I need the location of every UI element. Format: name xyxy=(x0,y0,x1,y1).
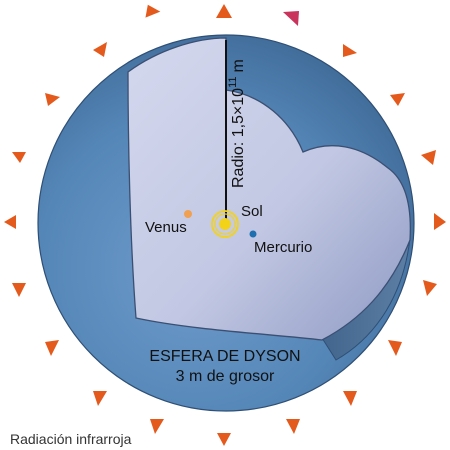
radiation-arrows xyxy=(4,4,446,446)
triangle-arrow-icon xyxy=(216,4,232,18)
triangle-arrow-icon xyxy=(390,93,405,106)
triangle-arrow-icon xyxy=(12,283,26,297)
sphere-subtitle: 3 m de grosor xyxy=(176,368,275,385)
triangle-arrow-icon xyxy=(150,419,164,434)
triangle-arrow-icon xyxy=(434,213,446,230)
sphere-interior-cutaway xyxy=(127,37,411,341)
triangle-arrow-icon xyxy=(286,419,300,434)
mercury-label: Mercurio xyxy=(254,239,312,256)
triangle-arrow-icon xyxy=(421,150,436,165)
sphere-title: ESFERA DE DYSON xyxy=(149,348,300,365)
mercury-dot-icon xyxy=(249,230,257,238)
radius-label: Radio: 1,5×1011m xyxy=(227,59,247,188)
triangle-arrow-icon xyxy=(388,340,402,356)
triangle-arrow-icon xyxy=(93,391,107,406)
sun-icon xyxy=(211,210,239,238)
triangle-arrow-icon xyxy=(45,93,60,106)
triangle-arrow-icon xyxy=(343,391,357,406)
triangle-arrow-icon xyxy=(45,340,59,356)
triangle-arrow-icon xyxy=(283,11,299,26)
triangle-arrow-icon xyxy=(217,433,231,446)
sun-label: Sol xyxy=(241,203,263,220)
triangle-arrow-icon xyxy=(423,280,437,296)
venus-dot-icon xyxy=(184,210,192,218)
triangle-arrow-icon xyxy=(4,215,16,229)
triangle-arrow-icon xyxy=(145,4,161,18)
triangle-arrow-icon xyxy=(93,42,107,57)
triangle-arrow-icon xyxy=(343,44,357,57)
radiation-label: Radiación infrarroja xyxy=(10,431,132,447)
venus-label: Venus xyxy=(145,219,187,236)
triangle-arrow-icon xyxy=(12,152,26,163)
